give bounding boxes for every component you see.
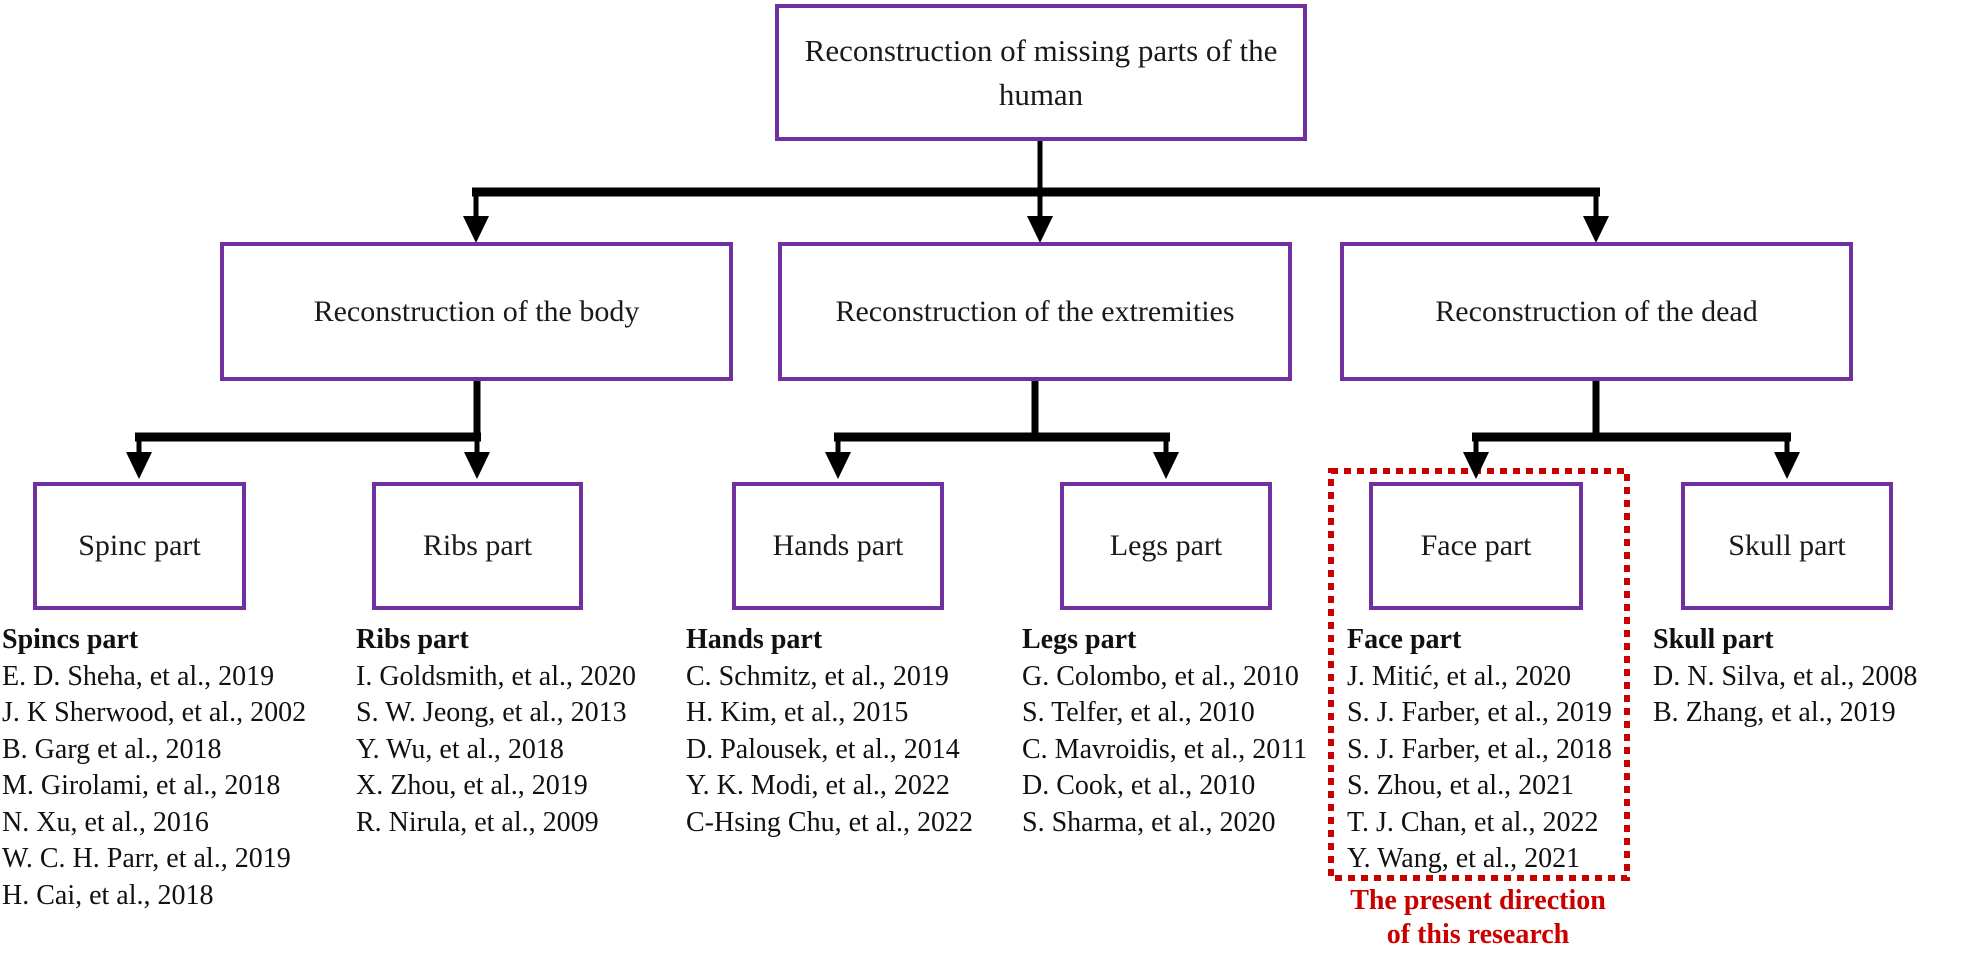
ref-item: W. C. H. Parr, et al., 2019 (2, 843, 291, 874)
connector-root-arrowheads (463, 216, 1609, 243)
node-hands: Hands part (732, 482, 944, 610)
ref-list-legs: Legs part G. Colombo, et al., 2010 S. Te… (1022, 622, 1307, 841)
ref-list-header: Skull part (1653, 624, 1774, 655)
node-dead-label: Reconstruction of the dead (1435, 294, 1758, 328)
node-legs-label: Legs part (1109, 529, 1223, 562)
ref-item: H. Cai, et al., 2018 (2, 879, 214, 911)
node-skull-label: Skull part (1728, 529, 1846, 562)
ref-item: D. Cook, et al., 2010 (1022, 770, 1256, 801)
ref-item: M. Girolami, et al., 2018 (2, 770, 281, 801)
ref-list-header: Hands part (686, 624, 823, 655)
ref-item: Y. Wang, et al., 2021 (1347, 843, 1581, 874)
ref-item: S. J. Farber, et al., 2018 (1347, 733, 1612, 765)
node-legs: Legs part (1060, 482, 1272, 610)
node-extremities-label: Reconstruction of the extremities (835, 294, 1235, 328)
ref-item: C. Schmitz, et al., 2019 (686, 660, 949, 692)
ref-item: X. Zhou, et al., 2019 (356, 770, 588, 801)
connector-body-branch (135, 379, 481, 458)
node-body-label: Reconstruction of the body (313, 294, 640, 328)
ref-item: N. Xu, et al., 2016 (2, 806, 209, 838)
highlight-caption: The present direction of this research (1310, 884, 1646, 952)
ref-item: S. Telfer, et al., 2010 (1022, 697, 1255, 728)
ref-list-header: Spincs part (2, 624, 139, 655)
ref-item: S. J. Farber, et al., 2019 (1347, 697, 1612, 728)
connector-dead-arrowheads (1463, 452, 1800, 479)
ref-list-ribs: Ribs part I. Goldsmith, et al., 2020 S. … (356, 622, 636, 841)
connector-extremities-arrowheads (825, 452, 1179, 479)
node-ribs-label: Ribs part (422, 529, 533, 562)
ref-item: C. Mavroidis, et al., 2011 (1022, 733, 1308, 765)
node-dead: Reconstruction of the dead (1340, 242, 1853, 381)
ref-item: Y. Wu, et al., 2018 (356, 733, 564, 765)
node-extremities: Reconstruction of the extremities (778, 242, 1292, 381)
node-root-label: Reconstruction of missing parts of the h… (804, 32, 1278, 112)
ref-list-header: Legs part (1022, 624, 1137, 655)
ref-list-header: Face part (1347, 624, 1462, 655)
node-skull: Skull part (1681, 482, 1893, 610)
ref-item: R. Nirula, et al., 2009 (356, 806, 599, 838)
ref-item: D. Palousek, et al., 2014 (686, 733, 960, 765)
ref-item: B. Zhang, et al., 2019 (1653, 697, 1896, 728)
ref-item: C-Hsing Chu, et al., 2022 (686, 806, 973, 838)
ref-list-hands: Hands part C. Schmitz, et al., 2019 H. K… (686, 622, 973, 841)
highlight-caption-line2: of this research (1386, 919, 1570, 950)
ref-item: E. D. Sheha, et al., 2019 (2, 660, 275, 692)
node-root: Reconstruction of missing parts of the h… (775, 4, 1307, 141)
ref-item: S. Sharma, et al., 2020 (1022, 806, 1276, 838)
ref-list-spine: Spincs part E. D. Sheha, et al., 2019 J.… (2, 622, 306, 914)
ref-item: S. Zhou, et al., 2021 (1347, 770, 1575, 801)
ref-item: J. K Sherwood, et al., 2002 (2, 697, 307, 728)
ref-item: B. Garg et al., 2018 (2, 733, 222, 765)
node-face-label: Face part (1420, 529, 1532, 562)
ref-list-header: Ribs part (356, 624, 469, 655)
connector-dead-branch (1472, 379, 1791, 458)
ref-item: T. J. Chan, et al., 2022 (1347, 806, 1599, 838)
ref-item: J. Mitić, et al., 2020 (1347, 660, 1571, 692)
ref-item: D. N. Silva, et al., 2008 (1653, 660, 1918, 692)
node-face: Face part (1369, 482, 1583, 610)
highlight-caption-line1: The present direction (1350, 885, 1606, 916)
ref-list-face: Face part J. Mitić, et al., 2020 S. J. F… (1347, 622, 1612, 878)
ref-item: S. W. Jeong, et al., 2013 (356, 697, 627, 728)
ref-list-skull: Skull part D. N. Silva, et al., 2008 B. … (1653, 622, 1917, 732)
ref-item: H. Kim, et al., 2015 (686, 697, 909, 728)
node-spine-label: Spinc part (78, 529, 201, 562)
connector-body-arrowheads (126, 452, 490, 479)
ref-item: G. Colombo, et al., 2010 (1022, 660, 1299, 692)
node-ribs: Ribs part (372, 482, 583, 610)
node-spine: Spinc part (33, 482, 246, 610)
node-body: Reconstruction of the body (220, 242, 733, 381)
connector-root-branch (472, 141, 1600, 222)
node-hands-label: Hands part (772, 529, 904, 562)
ref-item: Y. K. Modi, et al., 2022 (686, 770, 950, 801)
ref-item: I. Goldsmith, et al., 2020 (356, 660, 636, 692)
connector-extremities-branch (834, 379, 1170, 458)
